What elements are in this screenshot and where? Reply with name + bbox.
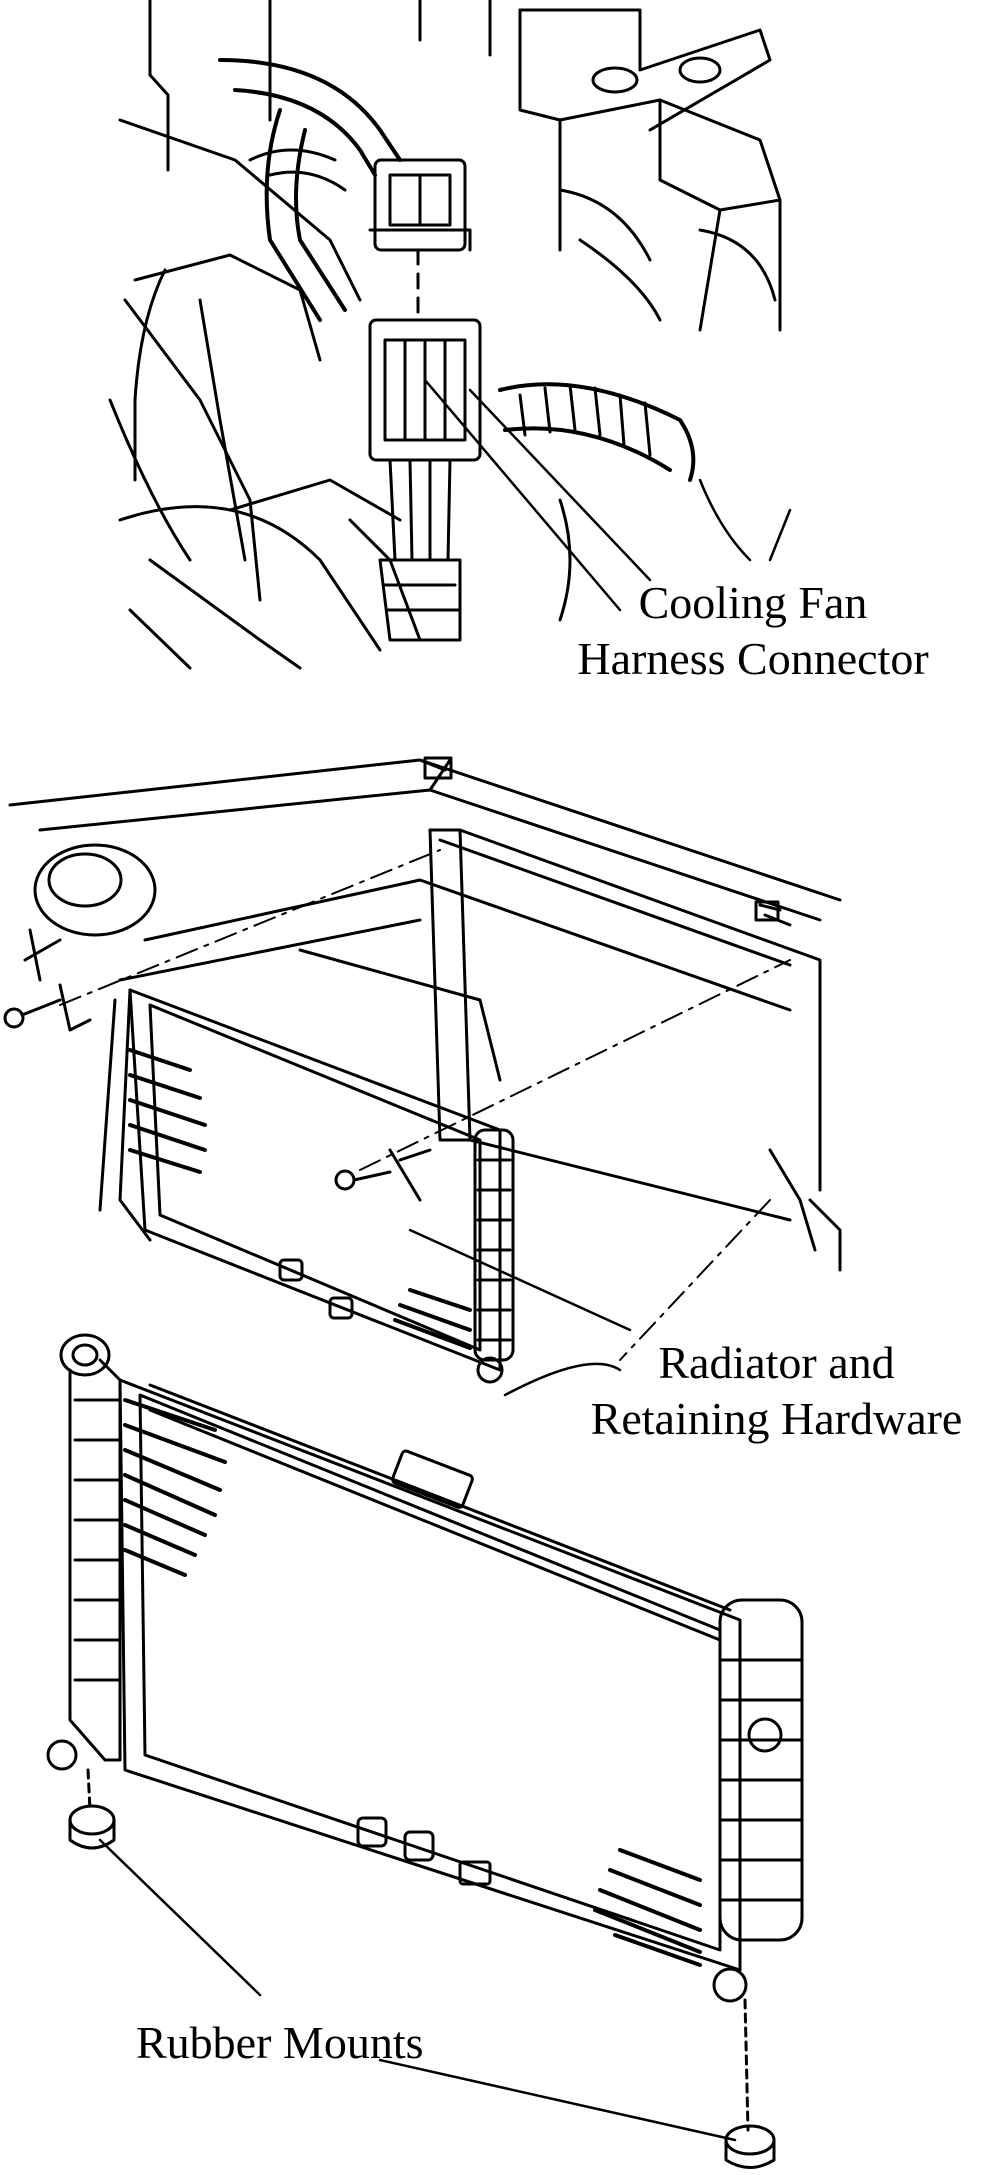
label-line: Rubber Mounts (136, 2017, 424, 2068)
fan-harness-view (108, 0, 792, 670)
radiator-removed-view (46, 1333, 804, 2169)
rubber-mounts-label: Rubber Mounts (136, 2015, 424, 2071)
label-line: Cooling Fan (638, 577, 868, 628)
label-line: Retaining Hardware (590, 1393, 963, 1445)
label-line: Harness Connector (577, 633, 929, 685)
cooling-fan-harness-connector-label: Cooling Fan Harness Connector (538, 575, 968, 687)
radiator-hardware-label: Radiator and Retaining Hardware (553, 1335, 1000, 1447)
label-line: Radiator and (658, 1337, 895, 1388)
radiator-installed-view (3, 756, 842, 1397)
